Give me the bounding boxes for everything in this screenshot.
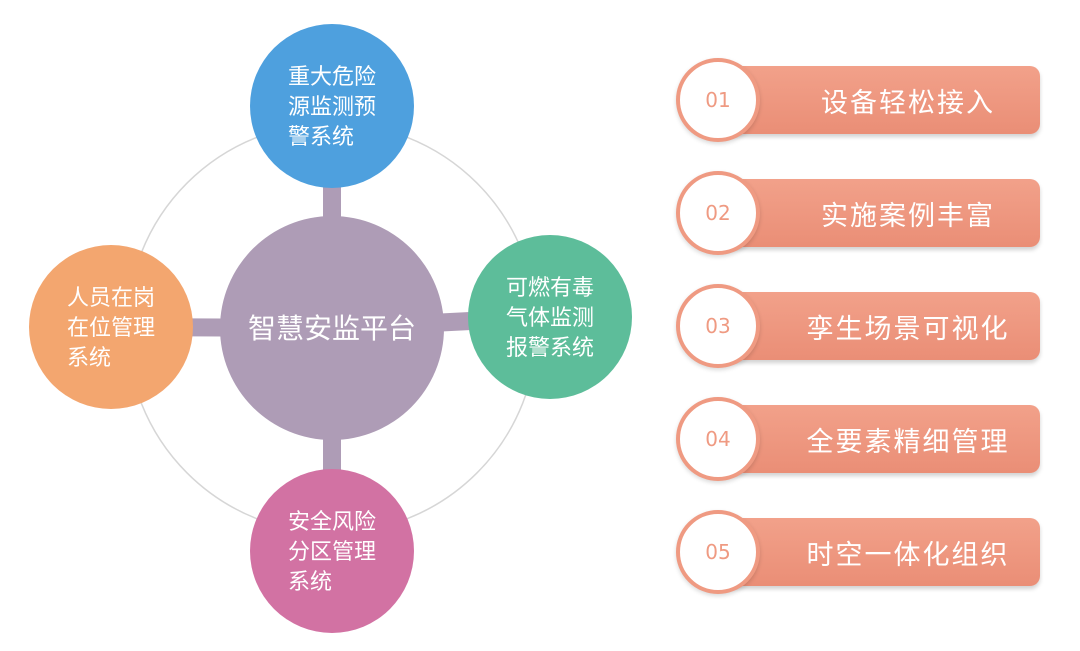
node-top-label: 重大危险 (288, 65, 376, 90)
feature-label: 孪生场景可视化 (806, 313, 1010, 345)
platform-diagram: 重大危险源监测预警系统可燃有毒气体监测报警系统安全风险分区管理系统人员在岗在位管… (29, 24, 632, 633)
node-right (468, 235, 632, 399)
feature-label: 实施案例丰富 (821, 200, 995, 232)
node-right-label: 报警系统 (506, 336, 594, 361)
node-bottom-label: 安全风险 (288, 510, 376, 535)
feature-number: 05 (705, 540, 731, 564)
feature-badge: 01 (676, 58, 760, 142)
feature-badge: 03 (676, 284, 760, 368)
feature-badge: 04 (676, 397, 760, 481)
node-bottom (250, 469, 414, 633)
hub-circle (220, 216, 444, 440)
feature-number: 02 (705, 201, 731, 225)
node-left-label: 系统 (67, 346, 111, 371)
node-left-label: 在位管理 (67, 316, 155, 341)
hub-label: 智慧安监平台 (248, 312, 416, 345)
feature-number: 04 (705, 427, 731, 451)
feature-item: 04 全要素精细管理 (676, 397, 1040, 481)
feature-number: 01 (705, 88, 731, 112)
feature-bar (712, 405, 1040, 473)
node-bottom-label: 分区管理 (288, 540, 376, 565)
node-left (29, 245, 193, 409)
node-right-label: 可燃有毒 (506, 276, 594, 301)
node-bottom-label: 系统 (288, 570, 332, 595)
feature-label: 设备轻松接入 (821, 87, 995, 119)
feature-item: 03 孪生场景可视化 (676, 284, 1040, 368)
feature-bar (712, 179, 1040, 247)
feature-badge: 05 (676, 510, 760, 594)
feature-badge: 02 (676, 171, 760, 255)
node-top-label: 警系统 (288, 125, 354, 150)
feature-label: 全要素精细管理 (806, 426, 1010, 458)
feature-bar (712, 518, 1040, 586)
feature-item: 05 时空一体化组织 (676, 510, 1040, 594)
feature-item: 01 设备轻松接入 (676, 58, 1040, 142)
node-left-label: 人员在岗 (67, 286, 155, 311)
feature-label: 时空一体化组织 (806, 539, 1010, 571)
feature-bar (712, 66, 1040, 134)
node-top-label: 源监测预 (288, 95, 376, 120)
feature-bar (712, 292, 1040, 360)
feature-item: 02 实施案例丰富 (676, 171, 1040, 255)
feature-number: 03 (705, 314, 731, 338)
node-top (250, 24, 414, 188)
node-right-label: 气体监测 (506, 306, 594, 331)
